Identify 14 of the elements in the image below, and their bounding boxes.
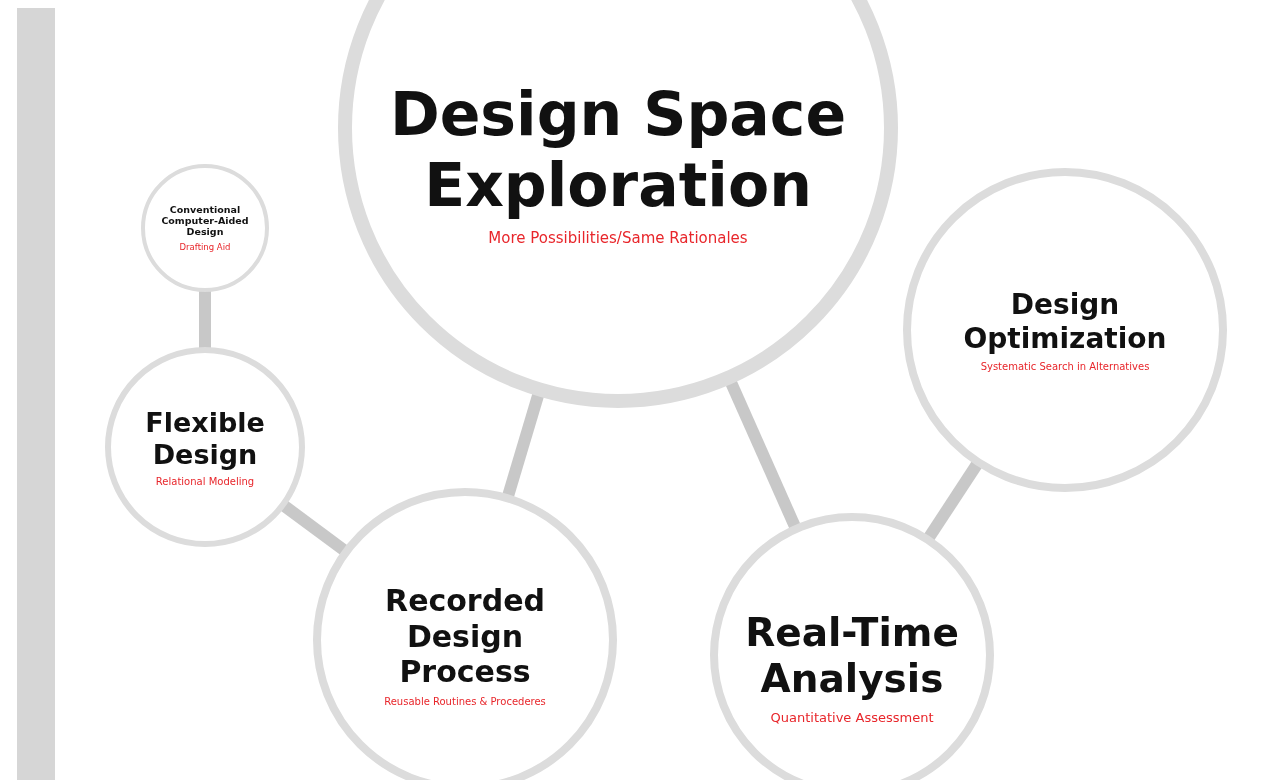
- side-bar: [17, 8, 55, 780]
- topic-title: Design Optimization: [962, 288, 1168, 355]
- topic-subtitle: Drafting Aid: [179, 242, 231, 253]
- topic-subtitle: Systematic Search in Alternatives: [980, 360, 1150, 372]
- topic-title: Recorded Design Process: [384, 583, 546, 690]
- topic-title: Design Space Exploration: [388, 78, 848, 221]
- topic-title: Flexible Design: [144, 406, 266, 471]
- topic-title: Conventional Computer-Aided Design: [160, 203, 250, 238]
- connector-line: [199, 290, 211, 350]
- topic-subtitle: Reusable Routines & Procederes: [384, 695, 546, 707]
- topic-title: Real-Time Analysis: [744, 610, 960, 703]
- topic-subtitle: More Possibilities/Same Rationales: [488, 229, 748, 248]
- topic-subtitle: Relational Modeling: [155, 476, 255, 488]
- topic-subtitle: Quantitative Assessment: [770, 709, 934, 725]
